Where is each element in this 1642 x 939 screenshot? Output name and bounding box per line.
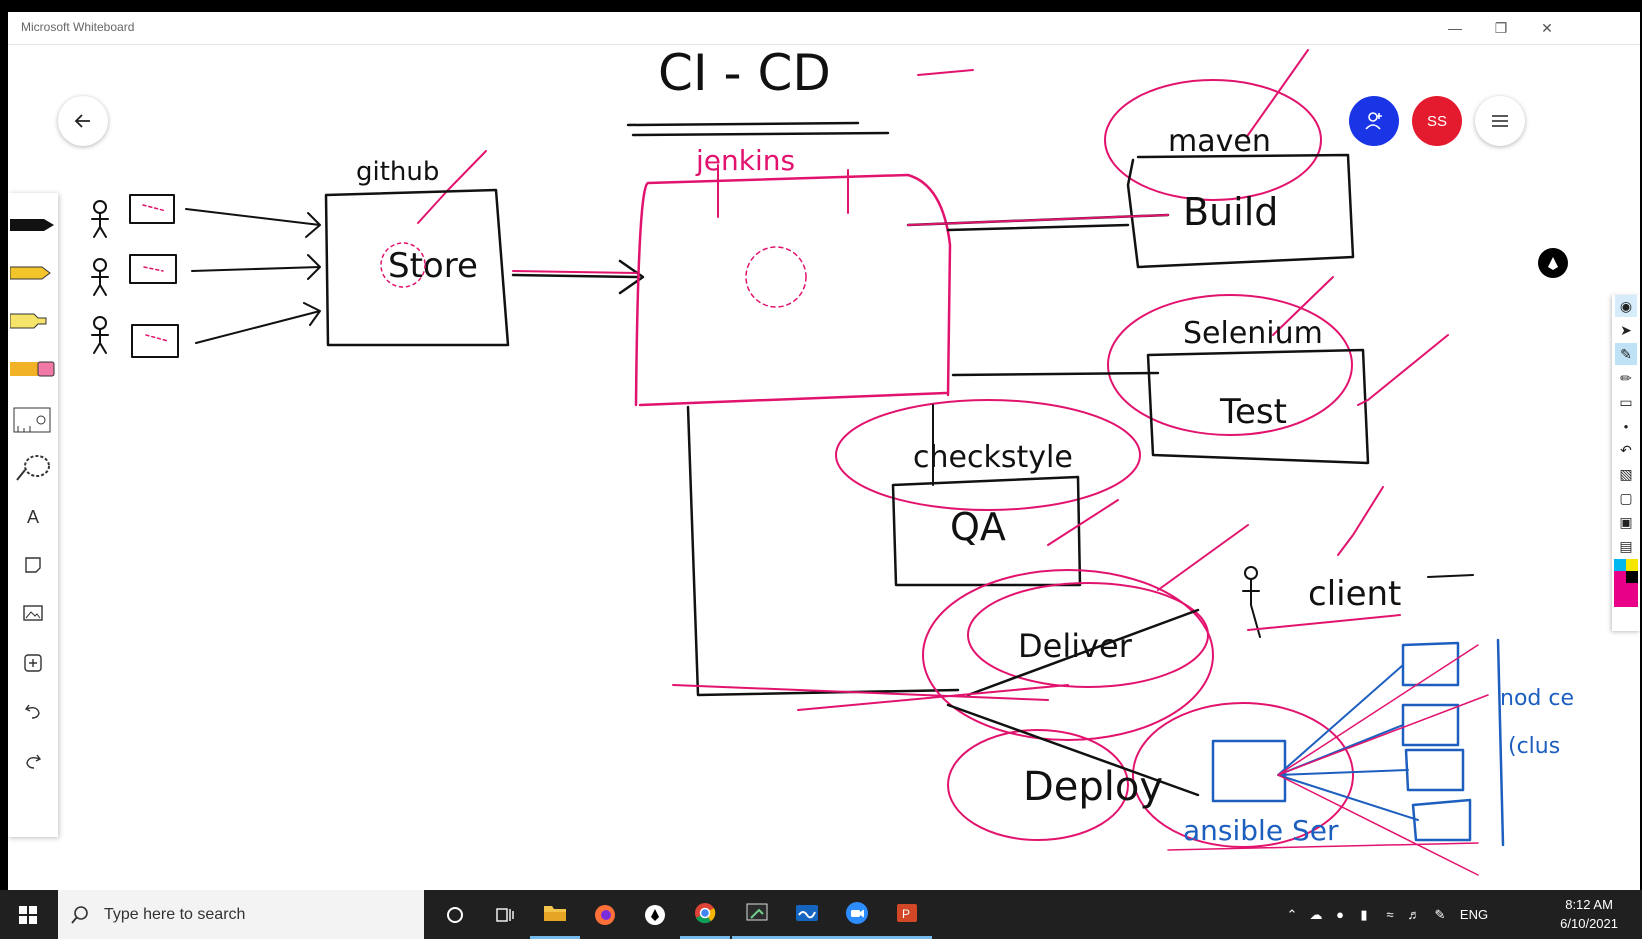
clipboard-icon[interactable]: ▤ <box>1619 537 1633 554</box>
ink-ansible: ansible Ser <box>1183 814 1339 847</box>
onedrive-icon[interactable]: ☁ <box>1309 906 1323 922</box>
task-view-icon[interactable] <box>480 890 530 939</box>
lasso-icon[interactable] <box>8 445 58 489</box>
text-icon[interactable]: A <box>26 506 39 527</box>
pen-black-icon[interactable] <box>8 203 58 247</box>
redo-icon[interactable] <box>8 739 58 783</box>
clock-time: 8:12 AM <box>1565 897 1613 912</box>
battery-icon[interactable]: ▮ <box>1360 906 1368 922</box>
snipping-tool-icon[interactable] <box>732 890 782 939</box>
firefox-icon[interactable] <box>580 890 630 939</box>
ink-github: github <box>356 157 439 187</box>
highlighter-icon[interactable] <box>8 299 58 343</box>
whiteboard-icon[interactable] <box>782 890 832 939</box>
back-button[interactable] <box>58 96 108 146</box>
ink-qa: QA <box>950 505 1006 549</box>
github-desktop-icon[interactable] <box>630 890 680 939</box>
ink-build: Build <box>1183 190 1278 234</box>
ink-layer: CI - CD github Store <box>91 45 1574 876</box>
image-icon[interactable] <box>8 591 58 635</box>
inking-toolbar: A <box>8 193 58 837</box>
pen-mode-icon[interactable] <box>1538 248 1568 278</box>
mic-icon[interactable]: ● <box>1336 907 1344 922</box>
ink-deploy: Deploy <box>1023 764 1163 810</box>
eraser-tool-icon[interactable]: ▭ <box>1619 393 1633 410</box>
ink-node: nod ce <box>1500 686 1574 711</box>
zoom-icon[interactable] <box>832 890 882 939</box>
ink-selenium: Selenium <box>1183 316 1323 351</box>
pen-icon[interactable]: ✎ <box>1434 906 1446 922</box>
app-title: Microsoft Whiteboard <box>21 20 135 34</box>
camera-icon[interactable]: ▣ <box>1619 513 1633 530</box>
eraser-icon[interactable] <box>8 347 58 391</box>
cortana-icon[interactable] <box>430 890 480 939</box>
search-icon <box>71 905 88 924</box>
windows-icon <box>19 905 37 924</box>
taskbar-search[interactable]: Type here to search <box>58 890 424 939</box>
trash-icon[interactable]: ▧ <box>1619 465 1633 482</box>
undo-icon[interactable]: ↶ <box>1620 441 1632 458</box>
ink-client: client <box>1308 574 1401 614</box>
ink-deliver: Deliver <box>1018 627 1133 665</box>
start-button[interactable] <box>0 890 56 939</box>
chrome-icon[interactable] <box>680 890 730 939</box>
file-explorer-icon[interactable] <box>530 890 580 939</box>
taskbar: Type here to search P ⌃ ☁ ● ▮ ≈ ♬ ✎ ENG … <box>0 890 1642 939</box>
ink-checkstyle: checkstyle <box>913 440 1073 475</box>
clock-date: 6/10/2021 <box>1560 916 1618 931</box>
volume-icon[interactable]: ♬ <box>1407 907 1421 922</box>
title-bar[interactable]: Microsoft Whiteboard — ❐ ✕ <box>8 12 1640 45</box>
powerpoint-icon[interactable]: P <box>882 890 932 939</box>
wifi-icon[interactable]: ≈ <box>1386 907 1394 922</box>
arrow-left-icon <box>74 114 90 128</box>
ink-maven: maven <box>1168 124 1271 159</box>
restore-icon[interactable]: ❐ <box>1494 20 1508 36</box>
close-icon[interactable]: ✕ <box>1541 20 1553 36</box>
note-icon[interactable] <box>8 543 58 587</box>
pen-yellow-icon[interactable] <box>8 251 58 295</box>
right-rail: ◉ ➤ ✎ ✏ ▭ ● ↶ ▧ ▢ ▣ ▤ <box>1612 295 1640 631</box>
window-frame-top <box>0 0 1642 12</box>
add-person-icon <box>1365 112 1382 130</box>
whiteboard-canvas[interactable]: CI - CD github Store <box>8 45 1640 890</box>
undo-icon[interactable] <box>8 689 58 733</box>
select-icon[interactable]: ➤ <box>1620 321 1632 338</box>
ink-store: Store <box>388 246 478 286</box>
highlight-tool-icon[interactable]: ✎ <box>1615 343 1637 365</box>
taskbar-clock[interactable]: 8:12 AM 6/10/2021 <box>1560 895 1618 933</box>
window-frame-right <box>1640 12 1642 890</box>
window-frame-left <box>0 12 8 890</box>
dot-icon[interactable]: ● <box>1623 421 1629 431</box>
minimize-icon[interactable]: — <box>1448 20 1462 36</box>
screen-icon[interactable]: ▢ <box>1619 489 1633 506</box>
ink-jenkins: jenkins <box>695 144 795 177</box>
ink-cluster: (clus <box>1508 734 1560 759</box>
language-indicator[interactable]: ENG <box>1459 907 1489 922</box>
menu-button[interactable] <box>1475 96 1525 146</box>
ink-title: CI - CD <box>658 45 831 102</box>
hamburger-icon <box>1492 115 1508 127</box>
svg-text:P: P <box>902 907 910 921</box>
ruler-icon[interactable] <box>8 397 58 441</box>
pen-tool-icon[interactable]: ✏ <box>1620 369 1632 386</box>
avatar-initials: SS <box>1426 112 1447 130</box>
eye-icon[interactable]: ◉ <box>1615 295 1637 317</box>
add-icon[interactable] <box>8 641 58 685</box>
chevron-up-icon[interactable]: ⌃ <box>1286 906 1298 922</box>
color-palette-icon[interactable] <box>1614 559 1638 609</box>
search-placeholder: Type here to search <box>104 905 246 923</box>
user-avatar[interactable]: SS <box>1412 96 1462 146</box>
invite-button[interactable] <box>1349 96 1399 146</box>
ink-test: Test <box>1219 392 1287 432</box>
